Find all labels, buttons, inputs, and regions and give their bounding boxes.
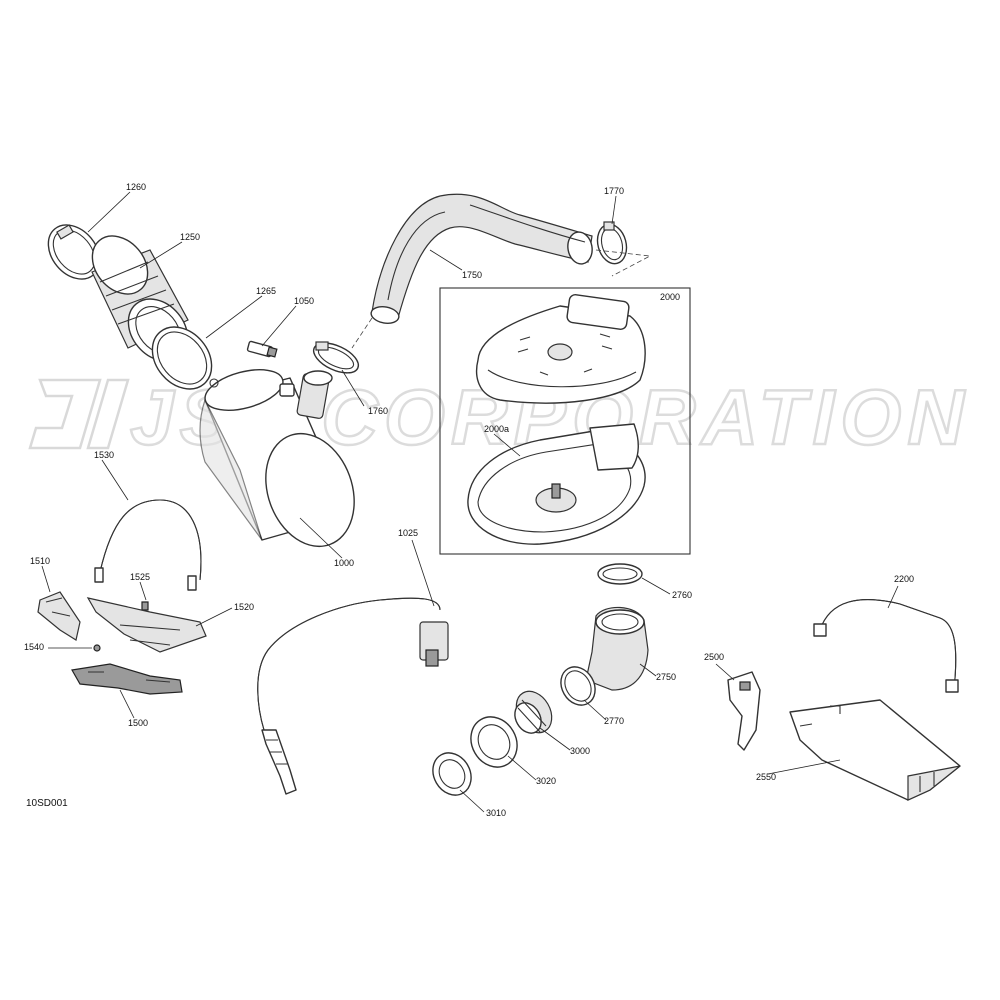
elbow-2750[interactable]: [585, 606, 649, 691]
callout-2000: 2000: [660, 292, 680, 302]
callout-1000: 1000: [334, 558, 354, 568]
callout-3020: 3020: [536, 776, 556, 786]
callout-2500: 2500: [704, 652, 724, 662]
callout-1260: 1260: [126, 182, 146, 192]
muffler-1000[interactable]: [199, 362, 369, 559]
airbox-assembly-2000[interactable]: [439, 287, 691, 555]
callouts: 1260 1250 1265 1050 1760 1750 1770 2000 …: [24, 182, 914, 818]
callout-2550: 2550: [756, 772, 776, 782]
fastener-1525[interactable]: [141, 601, 149, 611]
callout-1025: 1025: [398, 528, 418, 538]
callout-2750: 2750: [656, 672, 676, 682]
bracket-1510[interactable]: [37, 591, 81, 641]
callout-1520: 1520: [234, 602, 254, 612]
callout-1265: 1265: [256, 286, 276, 296]
callout-1540: 1540: [24, 642, 44, 652]
clamp-1760[interactable]: [309, 337, 363, 379]
callout-1530: 1530: [94, 450, 114, 460]
callout-2760: 2760: [672, 590, 692, 600]
callout-2770: 2770: [604, 716, 624, 726]
clamp-1265[interactable]: [140, 315, 224, 401]
callout-1760: 1760: [368, 406, 388, 416]
fastener-1540[interactable]: [93, 644, 101, 652]
airbox-base-2000a[interactable]: [467, 423, 646, 545]
ring-3020[interactable]: [462, 708, 526, 775]
hose-1750[interactable]: [351, 193, 595, 349]
callout-1500: 1500: [128, 718, 148, 728]
callout-1525: 1525: [130, 572, 150, 582]
clamp-2760[interactable]: [597, 563, 643, 585]
airbox-cover[interactable]: [475, 294, 646, 404]
heat-shield-1520[interactable]: [86, 597, 207, 653]
strap-1530[interactable]: [94, 499, 202, 591]
callout-3010: 3010: [486, 808, 506, 818]
plate-1500[interactable]: [71, 663, 183, 695]
clamp-1770[interactable]: [593, 221, 630, 267]
callout-2000a: 2000a: [484, 424, 509, 434]
leader-lines: [41, 191, 899, 813]
strap-2200[interactable]: [813, 599, 959, 693]
nut-3010[interactable]: [425, 746, 478, 802]
boot-1250[interactable]: [81, 225, 200, 373]
dashed-guide-1770: [595, 249, 652, 277]
watermark-logo-mark: [28, 378, 130, 450]
sensor-harness-1025[interactable]: [257, 597, 449, 795]
callout-3000: 3000: [570, 746, 590, 756]
callout-1510: 1510: [30, 556, 50, 566]
heat-shield-2550[interactable]: [789, 699, 961, 801]
callout-2200: 2200: [894, 574, 914, 584]
sensor-1050[interactable]: [246, 340, 278, 358]
callout-1770: 1770: [604, 186, 624, 196]
diagram-reference-code: 10SD001: [26, 798, 68, 809]
callout-1750: 1750: [462, 270, 482, 280]
callout-1050: 1050: [294, 296, 314, 306]
callout-1250: 1250: [180, 232, 200, 242]
clamp-1260[interactable]: [38, 215, 110, 289]
coupler-3000[interactable]: [509, 685, 559, 739]
bracket-2500[interactable]: [727, 671, 761, 751]
